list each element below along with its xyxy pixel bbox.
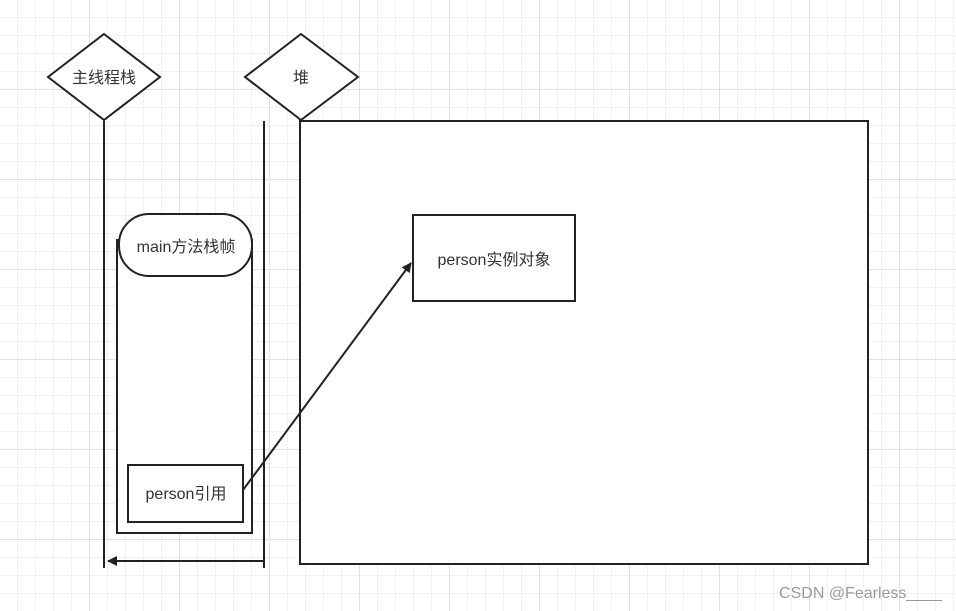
heap-container [299, 120, 869, 565]
person-reference-label: person引用 [146, 485, 227, 503]
main-thread-stack-diamond [46, 32, 162, 122]
reference-arrow [242, 262, 412, 491]
heap-label: 堆 [293, 69, 309, 87]
person-reference-node: person引用 [127, 464, 244, 523]
person-instance-box [412, 214, 576, 302]
main-frame-label: main方法栈帧 [137, 238, 236, 256]
watermark-text: CSDN @Fearless____ [779, 585, 942, 602]
main-thread-stack-node: 主线程栈 [46, 32, 162, 122]
main-frame-header [118, 213, 253, 277]
main-thread-stack-label: 主线程栈 [72, 69, 136, 87]
heap-node: 堆 [243, 32, 360, 122]
person-instance-label: person实例对象 [438, 251, 551, 269]
person-reference-box [127, 464, 244, 523]
person-instance-node: person实例对象 [412, 214, 576, 302]
